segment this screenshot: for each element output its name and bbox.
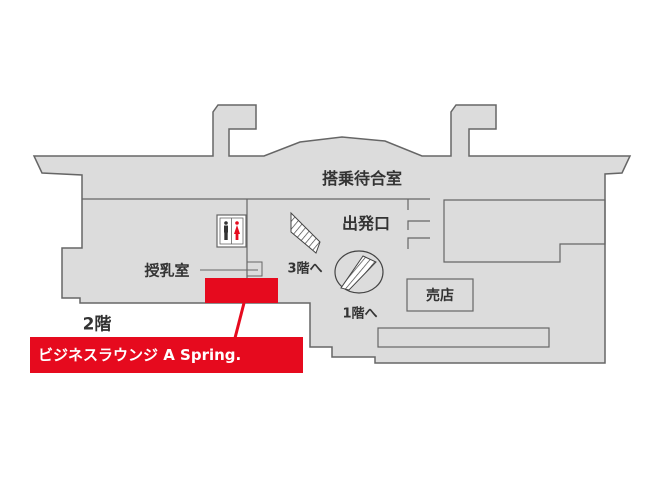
nursing-room-box [246, 261, 263, 277]
lounge-banner[interactable]: ビジネスラウンジ A Spring. [30, 337, 303, 373]
building-outline [32, 104, 632, 364]
departure-gate-marks [407, 199, 430, 249]
stairs-icon [290, 211, 321, 254]
departure-gate-label: 出発口 [341, 214, 391, 233]
waiting-room-label: 搭乗待合室 [321, 169, 403, 188]
floor-label: 2階 [82, 314, 112, 335]
escalator-icon [334, 250, 384, 294]
stairs-1f-label: 1階へ [342, 306, 378, 322]
stairs-3f-label: 3階へ [287, 261, 323, 277]
lounge-location[interactable] [205, 278, 278, 303]
leader-line [233, 302, 246, 339]
shop-label: 売店 [426, 288, 454, 304]
room-block [443, 199, 606, 263]
counter-block [377, 327, 550, 348]
restroom-icon [216, 214, 247, 248]
nursing-room-label: 授乳室 [144, 261, 190, 280]
shop-box [406, 278, 474, 312]
